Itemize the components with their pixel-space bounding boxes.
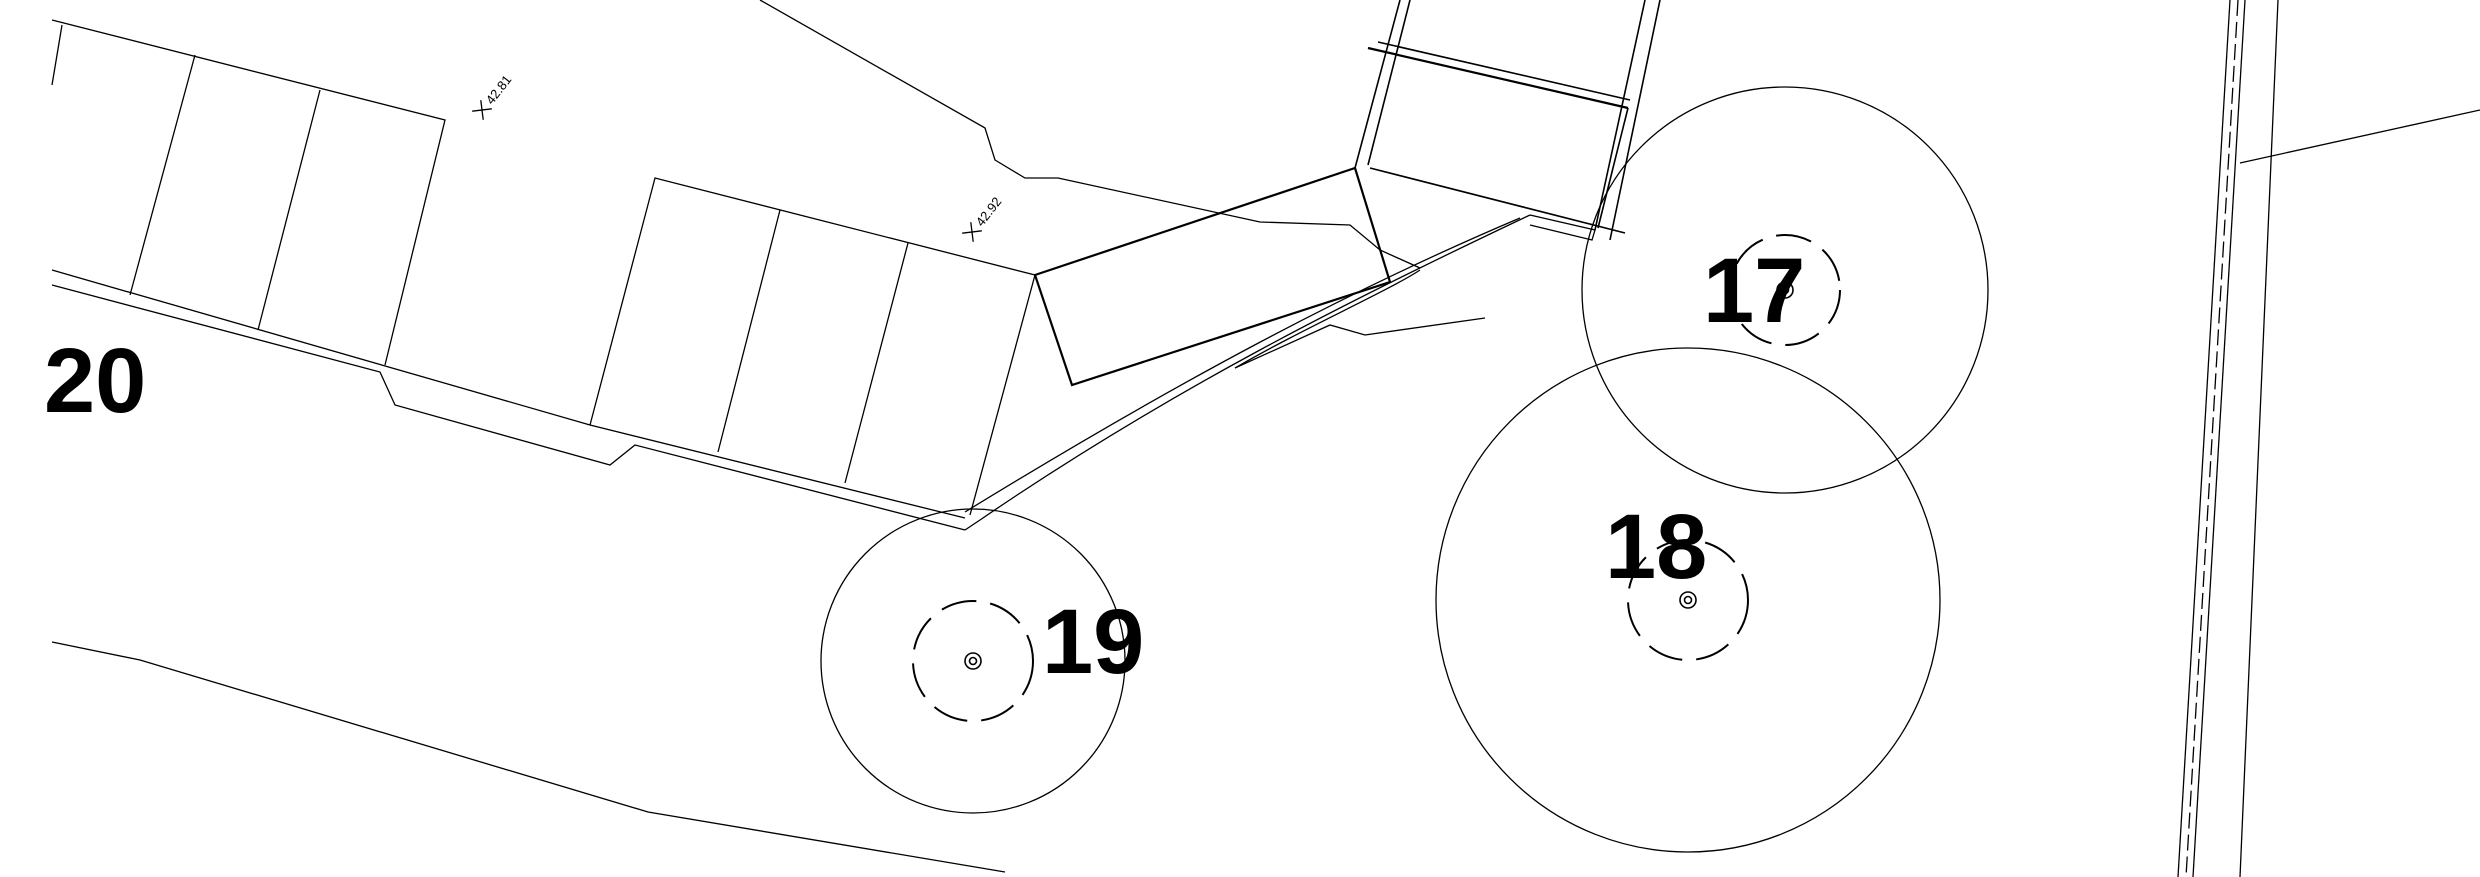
spot-level-2-value: 42.92 [973, 194, 1005, 229]
plot-20-label: 20 [44, 330, 146, 432]
tree-17-number: 17 [1703, 240, 1805, 342]
kerb-lines [51, 214, 1531, 873]
spot-level-1: 42.81 [472, 72, 514, 120]
tree-18-trunk [1679, 591, 1697, 609]
tree-17: 17 [1581, 86, 1989, 494]
road-edge-lines [2177, 0, 2480, 877]
tree-17-root-zone [1729, 234, 1841, 346]
spot-level-2: 42.92 [962, 194, 1004, 242]
tree-19: 19 [820, 508, 1144, 814]
ramp-structure [1033, 0, 1661, 387]
tree-18-canopy [1435, 347, 1941, 853]
parking-bays-left [51, 19, 446, 366]
tree-19-number: 19 [1042, 591, 1144, 693]
tree-18: 18 [1435, 347, 1941, 853]
tree-19-root-zone [912, 600, 1034, 722]
parking-bays-middle [589, 177, 1036, 516]
tree-18-root-zone [1627, 539, 1749, 661]
tree-19-canopy [820, 508, 1126, 814]
upper-boundary-line [759, 0, 1421, 269]
tree-19-trunk [964, 652, 982, 670]
spot-level-1-value: 42.81 [483, 72, 515, 107]
tree-18-number: 18 [1605, 496, 1707, 598]
tree-17-canopy [1581, 86, 1989, 494]
tree-17-trunk [1776, 281, 1794, 299]
